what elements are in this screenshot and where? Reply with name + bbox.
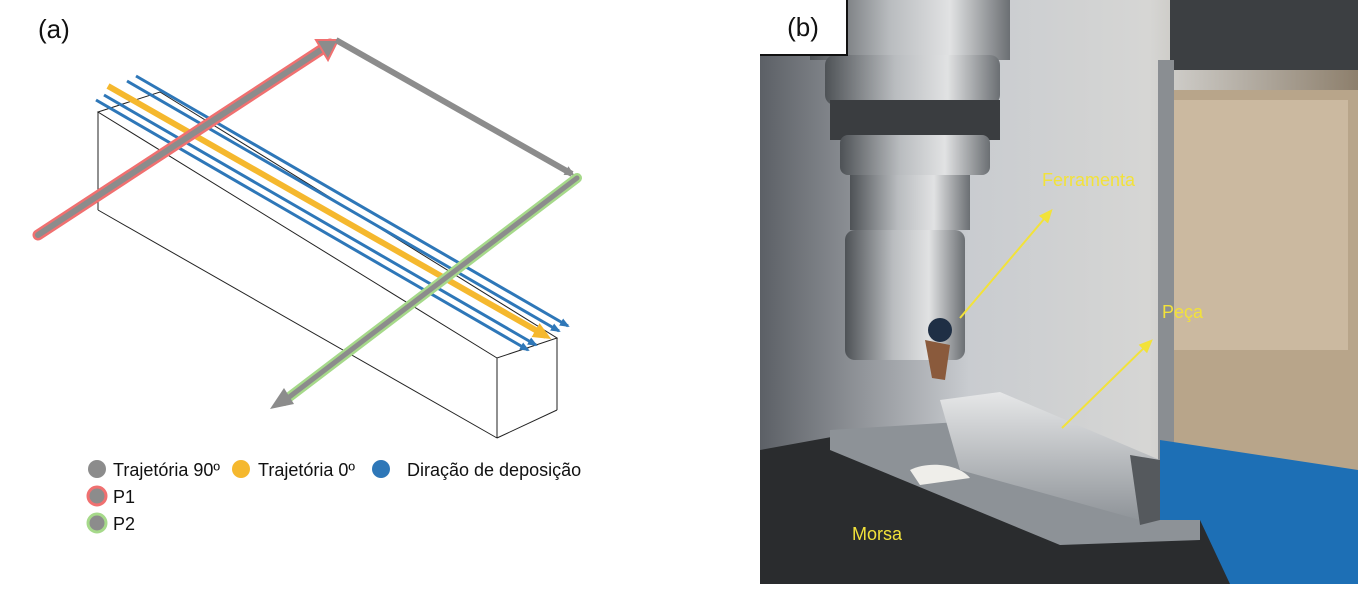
panel-b-label: (b) (760, 0, 848, 56)
annotation-arrows (959, 208, 1153, 429)
trajectory-0-deg (106, 83, 552, 339)
part-arrow (1061, 339, 1153, 429)
legend: Trajetória 90º Trajetória 0º Diração de … (86, 460, 581, 534)
legend-label-90: Trajetória 90º (113, 460, 220, 480)
deposition-diagram: Trajetória 90º Trajetória 0º Diração de … (32, 37, 582, 534)
workpiece-block (96, 91, 559, 439)
trajectory-p2 (270, 173, 582, 409)
legend-swatch-p1 (86, 485, 108, 507)
machining-photo (760, 0, 1358, 584)
legend-label-p1: P1 (113, 487, 135, 507)
deposition-line-2 (103, 93, 538, 347)
trajectory-p1 (32, 38, 340, 241)
legend-swatch-deposition (372, 460, 390, 478)
legend-swatch-p2 (86, 512, 108, 534)
tool-annotation: Ferramenta (1042, 170, 1136, 190)
deposition-line-4 (135, 74, 570, 328)
legend-label-deposition: Diração de deposição (407, 460, 581, 480)
machining-scene (760, 0, 1358, 584)
part-annotation: Peça (1162, 302, 1204, 322)
vise-annotation: Morsa (852, 524, 903, 544)
legend-label-0: Trajetória 0º (258, 460, 355, 480)
tool-arrow (959, 208, 1053, 319)
workpiece (940, 392, 1160, 520)
deposition-line-1 (95, 98, 530, 352)
deposition-line-3 (126, 79, 561, 333)
legend-swatch-0 (232, 460, 250, 478)
legend-swatch-90 (88, 460, 106, 478)
trajectory-90-deg (334, 37, 575, 177)
legend-label-p2: P2 (113, 514, 135, 534)
panel-a-label: (a) (38, 14, 70, 44)
